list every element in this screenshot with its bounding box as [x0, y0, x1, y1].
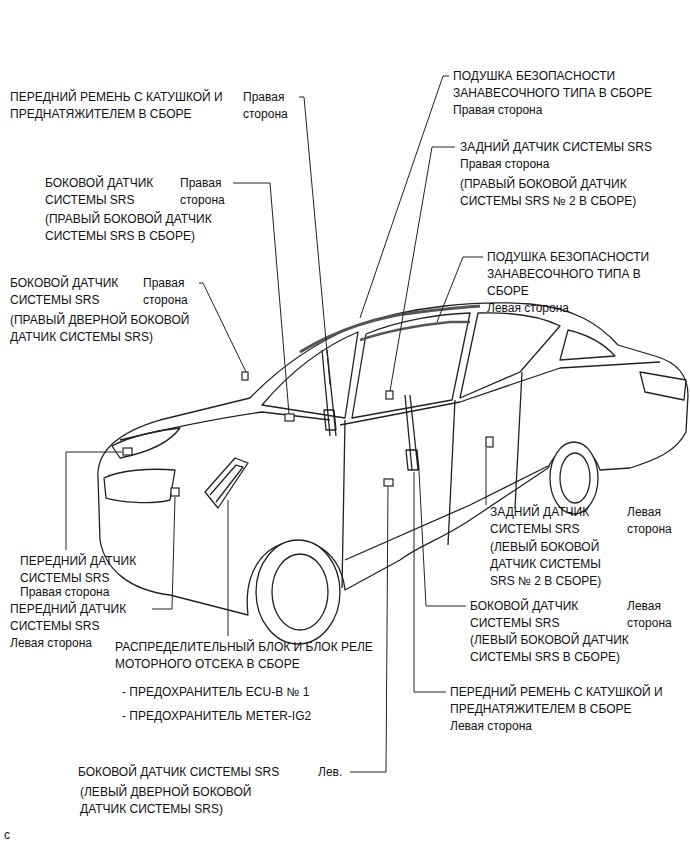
side-label: Лев. — [318, 764, 368, 781]
part-label: ПЕРЕДНИЙ РЕМЕНЬ С КАТУШКОЙ И ПРЕДНАТЯЖИТ… — [10, 89, 242, 123]
leader-line — [152, 497, 175, 609]
part-note: (ЛЕВЫЙ БОКОВОЙ ДАТЧИК СИСТЕМЫ SRS № 2 В … — [490, 539, 622, 590]
seatbelt — [405, 395, 419, 470]
rear-window — [560, 330, 615, 360]
part-note: (ПРАВЫЙ БОКОВОЙ ДАТЧИК СИСТЕМЫ SRS В СБО… — [45, 211, 250, 245]
leader-line — [299, 97, 330, 385]
part-label: ЗАДНИЙ ДАТЧИК СИСТЕМЫ SRS — [460, 139, 675, 156]
sensor — [285, 414, 294, 421]
hood-line — [120, 412, 330, 440]
leader-line — [360, 76, 449, 318]
side-label: Правая сторона — [460, 156, 590, 173]
tail-light — [640, 372, 686, 400]
part-note: (ЛЕВЫЙ БОКОВОЙ ДАТЧИК СИСТЕМЫ SRS В СБОР… — [470, 632, 660, 666]
side-label: Правая сторона — [453, 102, 583, 119]
leader-line — [414, 472, 446, 692]
curtain-airbag — [360, 322, 470, 340]
sensor — [242, 372, 248, 380]
part-label: БОКОВОЙ ДАТЧИК СИСТЕМЫ SRS — [470, 598, 598, 632]
headlight — [112, 428, 180, 458]
part-label: ЗАДНИЙ ДАТЧИК СИСТЕМЫ SRS — [490, 504, 612, 538]
front-wheel-rim — [272, 554, 328, 630]
grille — [104, 469, 175, 502]
fuse-box-lid — [210, 465, 243, 502]
car-body — [98, 303, 688, 615]
rear-wheel-rim — [560, 453, 590, 503]
side-label: Левая сторона — [627, 504, 682, 538]
part-note: (ЛЕВЫЙ ДВЕРНОЙ БОКОВОЙ ДАТЧИК СИСТЕМЫ SR… — [80, 784, 295, 818]
door-line — [342, 420, 345, 588]
belt-line — [340, 362, 660, 425]
fuse-label: - ПРЕДОХРАНИТЕЛЬ ECU-B № 1 — [122, 684, 382, 701]
leader-line — [486, 448, 487, 505]
sensor — [486, 437, 493, 447]
part-label: ПЕРЕДНИЙ ДАТЧИК СИСТЕМЫ SRS — [20, 553, 158, 587]
part-label: БОКОВОЙ ДАТЧИК СИСТЕМЫ SRS — [45, 175, 173, 209]
seatbelt — [322, 350, 336, 436]
leader-line — [437, 257, 483, 322]
part-note: (ПРАВЫЙ БОКОВОЙ ДАТЧИК СИСТЕМЫ SRS № 2 В… — [460, 176, 665, 210]
side-label: Правая сторона — [143, 275, 198, 309]
side-label: Левая сторона — [450, 718, 580, 735]
sensor — [123, 448, 132, 455]
part-label: ПЕРЕДНИЙ ДАТЧИК СИСТЕМЫ SRS — [10, 601, 148, 635]
part-label: БОКОВОЙ ДАТЧИК СИСТЕМЫ SRS — [78, 764, 323, 781]
side-label: Правая сторона — [180, 175, 235, 209]
sensor — [171, 488, 179, 496]
side-label: Левая сторона — [487, 300, 617, 317]
side-label: Правая сторона — [20, 584, 150, 601]
leader-line — [350, 487, 388, 772]
fuse-box — [205, 458, 248, 508]
leader-line — [228, 500, 229, 636]
leader-line — [66, 452, 122, 550]
part-label: РАСПРЕДЕЛИТЕЛЬНЫЙ БЛОК И БЛОК РЕЛЕ МОТОР… — [115, 639, 377, 673]
fuse-label: - ПРЕДОХРАНИТЕЛЬ METER-IG2 — [122, 708, 382, 725]
sensor — [384, 479, 393, 486]
leader-line — [233, 183, 289, 414]
door-line — [448, 400, 455, 545]
leader-line — [199, 283, 246, 372]
side-label: Правая сторона — [243, 89, 298, 123]
curtain-airbag — [300, 306, 480, 352]
part-label: ПОДУШКА БЕЗОПАСНОСТИ ЗАНАВЕСОЧНОГО ТИПА … — [487, 249, 673, 300]
part-label: БОКОВОЙ ДАТЧИК СИСТЕМЫ SRS — [10, 275, 138, 309]
front-wheel — [256, 540, 340, 644]
leader-line — [390, 147, 455, 391]
sensor — [386, 391, 393, 399]
side-label: Левая сторона — [627, 598, 682, 632]
part-label: ПЕРЕДНИЙ РЕМЕНЬ С КАТУШКОЙ И ПРЕДНАТЯЖИТ… — [450, 684, 682, 718]
rear-wheel — [550, 442, 598, 514]
door-line — [515, 372, 522, 508]
leader-line — [419, 471, 466, 606]
figure-code: c — [4, 827, 24, 844]
part-note: (ПРАВЫЙ ДВЕРНОЙ БОКОВОЙ ДАТЧИК СИСТЕМЫ S… — [10, 312, 222, 346]
part-label: ПОДУШКА БЕЗОПАСНОСТИ ЗАНАВЕСОЧНОГО ТИПА … — [453, 68, 671, 102]
